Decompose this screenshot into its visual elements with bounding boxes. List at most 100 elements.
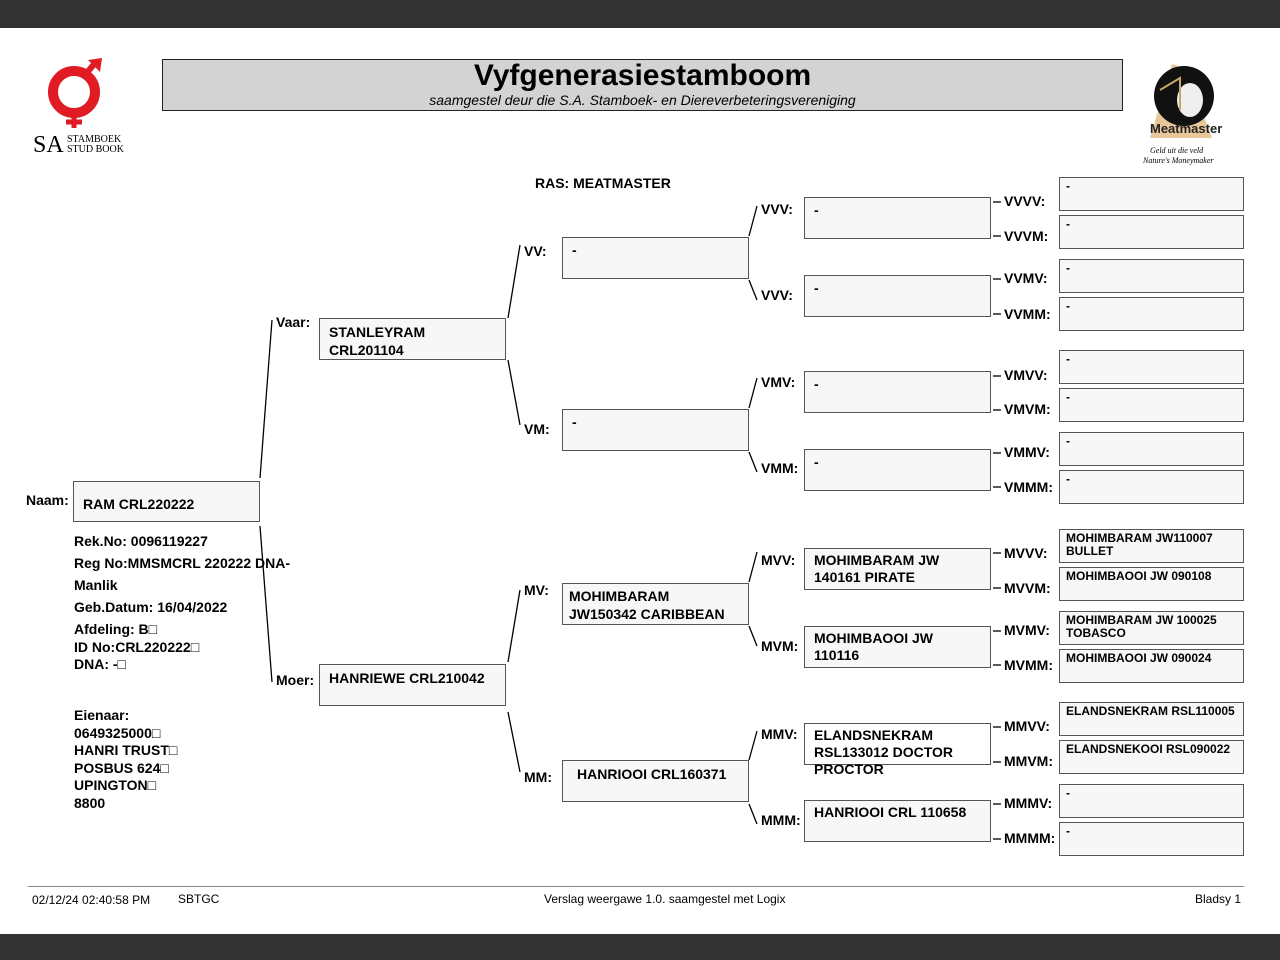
footer-report: Verslag weergawe 1.0. saamgestel met Log… (544, 892, 786, 906)
breed-label: RAS: MEATMASTER (535, 175, 671, 191)
animal-name-label: Naam: (26, 492, 69, 508)
gen5-box: ELANDSNEKRAM RSL110005 (1059, 702, 1244, 736)
sex: Manlik (74, 577, 118, 593)
meatmaster-emblem-icon (1150, 64, 1214, 138)
gen5-label: MMMM: (1004, 830, 1056, 846)
gen5-name: - (1066, 824, 1070, 838)
viewer-top-bar (0, 0, 1280, 28)
gen5-name: - (1066, 179, 1070, 193)
id-no: ID No:CRL220222□ (74, 638, 200, 655)
gen5-label: MMMV: (1004, 795, 1053, 811)
gen4-box: MOHIMBAOOI JW 110116 (804, 626, 991, 668)
gen5-name: - (1066, 261, 1070, 275)
gen3-box: - (562, 409, 749, 451)
gen5-box: - (1059, 784, 1244, 818)
gen4-box: - (804, 197, 991, 239)
gen5-label: VVVM: (1004, 228, 1049, 244)
gen5-name: - (1066, 786, 1070, 800)
gen5-box: - (1059, 432, 1244, 466)
gen4-label: MVV: (761, 552, 796, 568)
gen4-name: - (814, 376, 819, 392)
gen4-name: ELANDSNEKRAM RSL133012 DOCTOR PROCTOR (814, 727, 954, 777)
gen5-box: MOHIMBAOOI JW 090108 (1059, 567, 1244, 601)
gen5-box: MOHIMBARAM JW110007 BULLET (1059, 529, 1244, 563)
logo-tagline-1: Geld uit die veld (1150, 146, 1204, 155)
page-subtitle: saamgestel deur die S.A. Stamboek- en Di… (429, 92, 856, 108)
gen5-name: MOHIMBAOOI JW 090108 (1066, 569, 1212, 583)
dam-box: HANRIEWE CRL210042 (319, 664, 506, 706)
gen5-label: MMVM: (1004, 753, 1053, 769)
gen5-box: ELANDSNEKOOI RSL090022 (1059, 740, 1244, 774)
gen5-label: VVMM: (1004, 306, 1051, 322)
gen5-name: MOHIMBARAM JW 100025 TOBASCO (1066, 613, 1217, 640)
gen5-box: - (1059, 177, 1244, 211)
gen5-name: ELANDSNEKOOI RSL090022 (1066, 742, 1231, 756)
gen5-name: ELANDSNEKRAM RSL110005 (1066, 704, 1235, 718)
owner-line: 0649325000□ (74, 724, 161, 741)
gen3-box: MOHIMBARAM JW150342 CARIBBEAN (562, 583, 749, 625)
gen5-box: MOHIMBARAM JW 100025 TOBASCO (1059, 611, 1244, 645)
sire-label: Vaar: (276, 314, 311, 330)
reg-no: Reg No:MMSMCRL 220222 DNA- (74, 555, 290, 571)
logo-stamboek-text: STAMBOEK (67, 134, 122, 145)
gen3-label: MM: (524, 769, 552, 785)
dam-label: Moer: (276, 672, 315, 688)
gen5-label: MVMV: (1004, 622, 1050, 638)
owner-label: Eienaar: (74, 707, 130, 723)
gen5-name: - (1066, 434, 1070, 448)
gen3-name: - (572, 414, 577, 430)
gen5-label: MVVM: (1004, 580, 1051, 596)
gen5-box: - (1059, 350, 1244, 384)
gen3-label: VV: (524, 243, 547, 259)
gen5-box: - (1059, 470, 1244, 504)
logo-tagline-2: Nature's Moneymaker (1143, 156, 1214, 165)
gen4-name: HANRIOOI CRL 110658 (814, 804, 967, 820)
animal-name: RAM CRL220222 (83, 496, 195, 512)
gen5-box: - (1059, 388, 1244, 422)
gen5-name: - (1066, 472, 1070, 486)
gen4-box: - (804, 371, 991, 413)
gen4-label: VMM: (761, 460, 799, 476)
gen4-name: MOHIMBARAM JW 140161 PIRATE (814, 552, 940, 585)
sire-box: STANLEYRAM CRL201104 (319, 318, 506, 360)
gen5-name: - (1066, 299, 1070, 313)
gen5-name: - (1066, 217, 1070, 231)
gen5-label: MVVV: (1004, 545, 1048, 561)
gen5-box: - (1059, 259, 1244, 293)
animal-ids: Afdeling: B□ ID No:CRL220222□ DNA: -□ (74, 621, 199, 674)
gen5-box: - (1059, 297, 1244, 331)
gen4-name: - (814, 280, 819, 296)
gen3-name: MOHIMBARAM JW150342 CARIBBEAN (569, 588, 725, 622)
gen5-label: MVMM: (1004, 657, 1053, 673)
gen5-label: MMVV: (1004, 718, 1050, 734)
footer-divider (28, 886, 1244, 887)
title-box: Vyfgenerasiestamboom saamgestel deur die… (162, 59, 1123, 111)
gen4-label: MMV: (761, 726, 798, 742)
gen4-label: MMM: (761, 812, 801, 828)
dna: DNA: -□ (74, 656, 127, 673)
stamboek-emblem-icon (48, 58, 102, 128)
gen5-name: MOHIMBARAM JW110007 BULLET (1066, 531, 1213, 558)
gen4-label: MVM: (761, 638, 799, 654)
gen4-name: - (814, 202, 819, 218)
gen3-box: - (562, 237, 749, 279)
afdeling: Afdeling: B□ (74, 621, 158, 637)
gen3-name: - (572, 242, 577, 258)
rek-no: Rek.No: 0096119227 (74, 533, 208, 549)
meatmaster-logo: Meatmaster Geld uit die veld Nature's Mo… (1140, 60, 1222, 166)
gen5-box: - (1059, 822, 1244, 856)
gen4-label: VVV: (761, 287, 793, 303)
gen5-name: MOHIMBAOOI JW 090024 (1066, 651, 1212, 665)
gen5-label: VMMV: (1004, 444, 1050, 460)
logo-sa-text: SA (33, 132, 64, 158)
owner-line: UPINGTON□ (74, 777, 157, 794)
gen3-label: MV: (524, 582, 549, 598)
gen3-box: HANRIOOI CRL160371 (562, 760, 749, 802)
owner-block: Eienaar: 0649325000□ HANRI TRUST□ POSBUS… (74, 707, 177, 813)
gen3-name: HANRIOOI CRL160371 (577, 766, 727, 782)
gen4-box: ELANDSNEKRAM RSL133012 DOCTOR PROCTOR (804, 723, 991, 777)
page-title: Vyfgenerasiestamboom (473, 59, 812, 92)
viewer-bottom-bar (0, 934, 1280, 960)
sire-name: STANLEYRAM CRL201104 (329, 324, 426, 358)
animal-details: Rek.No: 0096119227 Reg No:MMSMCRL 220222… (74, 530, 290, 618)
